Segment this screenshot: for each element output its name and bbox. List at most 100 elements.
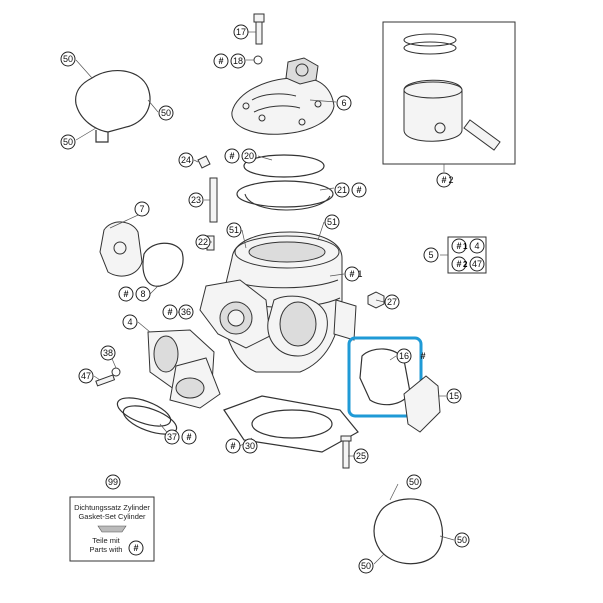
svg-text:#: # [356, 185, 361, 195]
svg-text:50: 50 [63, 54, 73, 64]
svg-text:22: 22 [198, 237, 208, 247]
svg-text:16: 16 [399, 351, 409, 361]
svg-text:51: 51 [327, 217, 337, 227]
cylinder-head-gasket-top-left [75, 70, 151, 143]
callout-6: 6 [336, 95, 352, 111]
svg-text:2: 2 [448, 175, 453, 185]
exhaust-valve-cover [99, 221, 143, 277]
svg-text:#: # [123, 289, 128, 299]
svg-text:50: 50 [457, 535, 467, 545]
callout-16: 16 [396, 348, 412, 364]
bolt-47 [95, 374, 116, 387]
gasket-set-line2: Gasket-Set Cylinder [78, 512, 146, 521]
svg-text:#: # [186, 432, 191, 442]
piston-assembly-box [382, 21, 516, 165]
kit-row2-hash: # [451, 256, 467, 272]
kit-row1-hash: # [451, 238, 467, 254]
svg-text:50: 50 [409, 477, 419, 487]
callout-hash-20: # [224, 148, 240, 164]
callout-50: 50 [406, 474, 422, 490]
callout-8: 8 [135, 286, 151, 302]
callout-50: 50 [60, 51, 76, 67]
svg-text:17: 17 [236, 27, 246, 37]
svg-text:51: 51 [229, 225, 239, 235]
svg-text:24: 24 [181, 155, 191, 165]
o-ring-20 [243, 154, 325, 178]
callout-hash-2: # [436, 172, 452, 188]
callout-38: 38 [100, 345, 116, 361]
svg-text:36: 36 [181, 307, 191, 317]
svg-text:#: # [456, 241, 461, 251]
svg-text:8: 8 [140, 289, 145, 299]
callout-hash-37: # [181, 429, 197, 445]
svg-text:#: # [133, 543, 138, 553]
callout-50: 50 [358, 558, 374, 574]
callout-4: 4 [122, 314, 138, 330]
callout-30: 30 [242, 438, 258, 454]
kit-row1-value: 1 [463, 242, 468, 251]
svg-text:25: 25 [356, 451, 366, 461]
svg-text:38: 38 [103, 348, 113, 358]
svg-text:50: 50 [161, 108, 171, 118]
callout-1: 1 [357, 269, 362, 279]
svg-text:#: # [229, 151, 234, 161]
washer-38 [111, 367, 121, 377]
gasket-set-hash: # [128, 540, 144, 556]
head-stud-bolt [253, 13, 265, 45]
gasket-set-line1: Dichtungssatz Zylinder [74, 503, 150, 512]
callout-hash-18: # [213, 53, 229, 69]
kit-row1-ref: 4 [469, 238, 485, 254]
callout-23: 23 [188, 192, 204, 208]
cylinder-head [231, 57, 335, 135]
svg-text:47: 47 [472, 259, 482, 269]
svg-text:20: 20 [244, 151, 254, 161]
callout-hash-30: # [225, 438, 241, 454]
callout-hash-21: # [351, 182, 367, 198]
callout-17: 17 [233, 24, 249, 40]
washer [253, 55, 263, 65]
svg-text:#: # [456, 259, 461, 269]
o-ring-37-b [122, 405, 178, 435]
cylinder-base-gasket [223, 395, 359, 453]
callout-hash-36: # [162, 304, 178, 320]
callout-27: 27 [384, 294, 400, 310]
gasket-set-line3: Teile mit [92, 536, 120, 545]
callout-21: 21 [334, 182, 350, 198]
svg-text:#: # [230, 441, 235, 451]
callout-51: 51 [324, 214, 340, 230]
svg-text:#: # [349, 269, 354, 279]
svg-text:50: 50 [361, 561, 371, 571]
callout-51: 51 [226, 222, 242, 238]
callout-22: 22 [195, 234, 211, 250]
callout-36: 36 [178, 304, 194, 320]
svg-text:37: 37 [167, 432, 177, 442]
cylinder [199, 231, 357, 373]
svg-text:6: 6 [341, 98, 346, 108]
callout-50: 50 [158, 105, 174, 121]
svg-text:23: 23 [191, 195, 201, 205]
fittings [197, 155, 218, 251]
svg-text:#: # [167, 307, 172, 317]
svg-text:#: # [420, 351, 425, 361]
svg-text:18: 18 [233, 56, 243, 66]
power-valve-cover [403, 375, 441, 433]
svg-text:30: 30 [245, 441, 255, 451]
intake-flange [147, 329, 221, 409]
svg-text:50: 50 [63, 137, 73, 147]
callout-15: 15 [446, 388, 462, 404]
kit-row2-value: 2 [463, 260, 468, 269]
callout-18: 18 [230, 53, 246, 69]
cover-gasket [142, 242, 184, 287]
cylinder-head-gasket-bottom-right [373, 498, 444, 565]
stud-bolt-25 [340, 435, 352, 469]
callout-5: 5 [423, 247, 439, 263]
callout-37: 37 [164, 429, 180, 445]
callout-50: 50 [454, 532, 470, 548]
callout-25: 25 [353, 448, 369, 464]
svg-text:4: 4 [474, 241, 479, 251]
o-ring-21 [236, 180, 334, 208]
callout-hash-1: # [344, 266, 360, 282]
callout-24: 24 [178, 152, 194, 168]
callout-7: 7 [134, 201, 150, 217]
